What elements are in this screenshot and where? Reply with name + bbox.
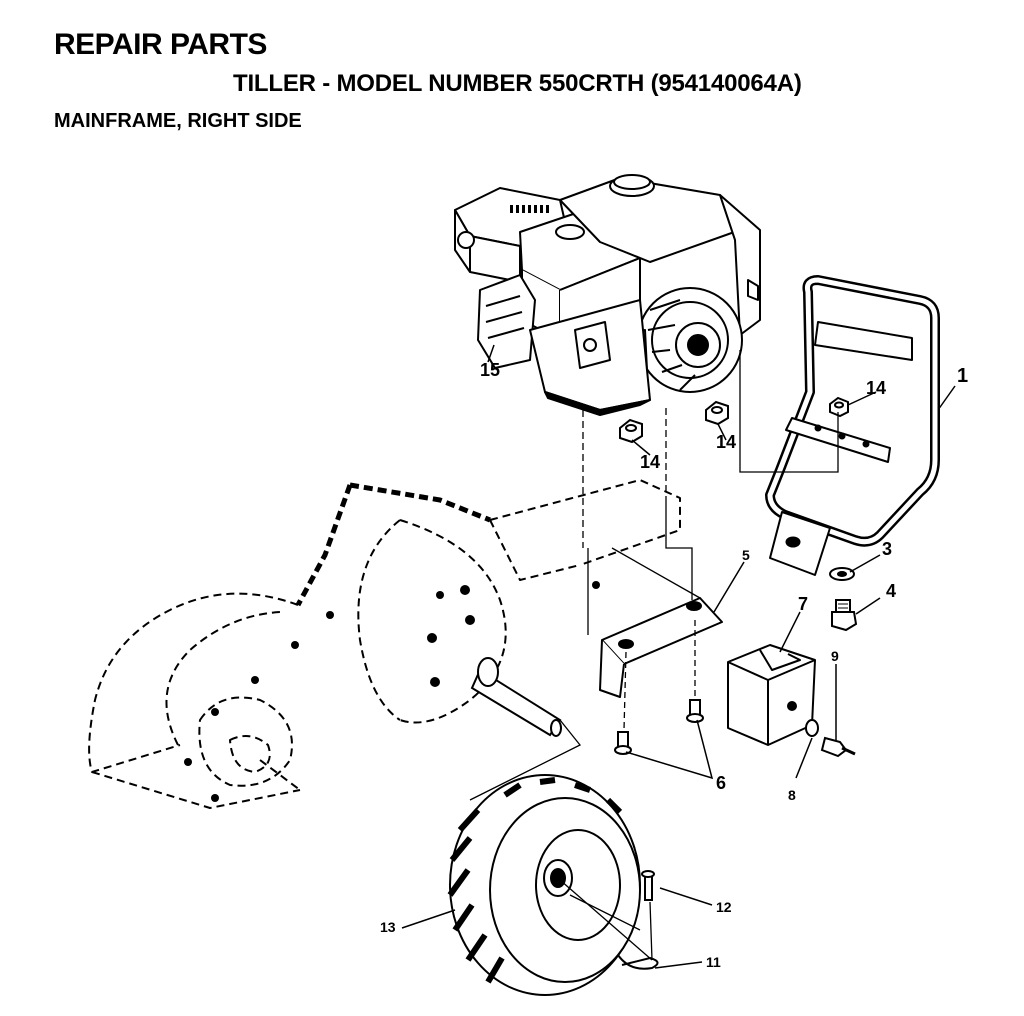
callout-14-b: 14 (640, 452, 660, 472)
callout-5: 5 (742, 547, 750, 563)
engine (454, 174, 761, 416)
section-heading: MAINFRAME, RIGHT SIDE (54, 110, 302, 132)
page-title: REPAIR PARTS (54, 28, 267, 61)
housing-bolts (184, 581, 600, 802)
callout-4: 4 (886, 581, 896, 601)
callout-1: 1 (957, 365, 968, 387)
counter-weight (727, 644, 816, 746)
weight-washer (805, 719, 819, 737)
weight-screw (820, 736, 856, 758)
callout-3: 3 (882, 539, 892, 559)
callout-11: 11 (706, 954, 721, 970)
callout-15: 15 (480, 360, 500, 380)
wheel-tire (447, 774, 641, 996)
callout-6: 6 (716, 773, 726, 793)
handle-bracket (765, 275, 940, 576)
flat-washer (829, 567, 855, 581)
callout-12: 12 (716, 899, 732, 915)
axle-shaft (470, 657, 562, 737)
model-subtitle: TILLER - MODEL NUMBER 550CRTH (954140064… (233, 70, 802, 97)
callout-14-c: 14 (716, 432, 736, 452)
callout-13: 13 (380, 919, 396, 935)
leader-lines (401, 344, 956, 969)
lock-nut-c (829, 396, 849, 418)
wheel-pin (641, 870, 655, 901)
callout-labels: 1 3 4 5 6 7 8 9 11 12 13 14 14 14 15 (380, 360, 968, 970)
mounting-plate (599, 597, 723, 698)
callout-14-a: 14 (866, 378, 886, 398)
carriage-bolts (614, 699, 704, 755)
lock-nut-a (619, 418, 643, 444)
hex-bolt (831, 599, 858, 632)
hairpin-clip (617, 954, 659, 970)
callout-8: 8 (788, 787, 796, 803)
lock-nut-b (705, 400, 729, 426)
callout-7: 7 (798, 594, 808, 614)
explosion-lines (469, 350, 839, 961)
callout-9: 9 (831, 648, 839, 664)
transmission-housing (88, 479, 681, 809)
lock-nuts (619, 396, 849, 444)
